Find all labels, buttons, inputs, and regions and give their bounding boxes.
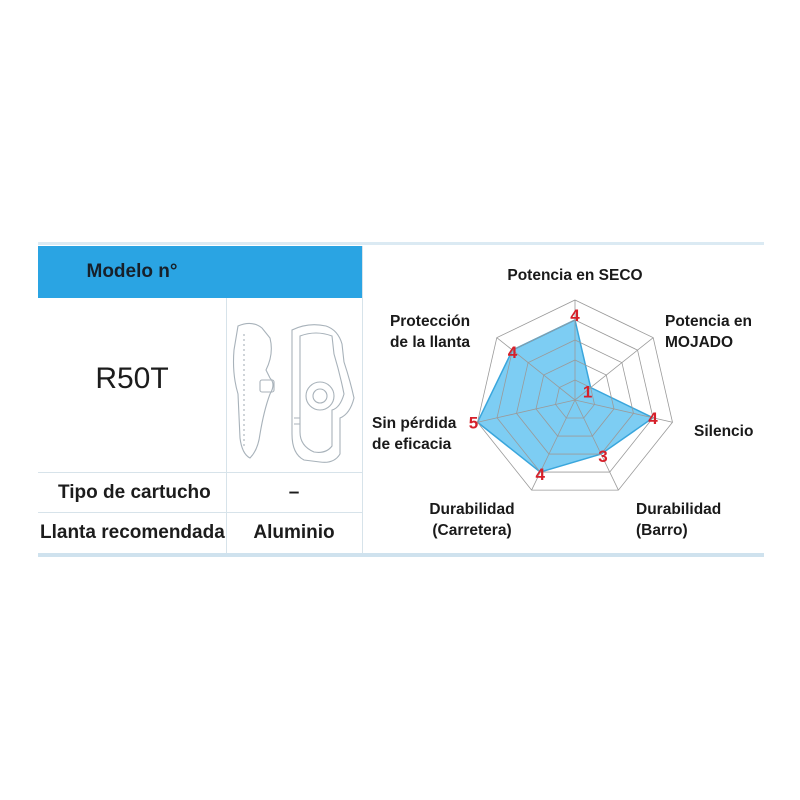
- spec-panel: Modelo n° R50T Tipo de cartucho – Llanta…: [38, 242, 764, 558]
- axis-label: Durabilidad(Carretera): [429, 501, 514, 539]
- series-area: [476, 318, 655, 473]
- row-value-rim: Aluminio: [253, 522, 335, 543]
- row-divider: [38, 472, 362, 473]
- value-label: 4: [570, 306, 580, 325]
- table-header: Modelo n°: [38, 246, 362, 298]
- column-divider: [226, 298, 227, 553]
- top-rule: [38, 242, 764, 245]
- grid-spoke: [574, 399, 619, 491]
- value-label: 5: [469, 413, 478, 432]
- grid-spoke: [574, 399, 673, 423]
- model-number: R50T: [95, 362, 169, 395]
- value-label: 3: [598, 447, 607, 466]
- grid-spoke: [477, 399, 576, 423]
- axis-label: Silencio: [694, 423, 753, 440]
- column-divider: [362, 246, 363, 553]
- brake-pad-drawing: [232, 322, 355, 463]
- row-label-rim: Llanta recomendada: [40, 522, 225, 543]
- value-label: 1: [583, 383, 592, 402]
- grid-spoke: [574, 337, 654, 401]
- grid-ring: [496, 319, 654, 473]
- grid-ring: [535, 359, 615, 437]
- row-divider: [38, 512, 362, 513]
- grid-spoke: [496, 337, 576, 401]
- row-value-cartridge: –: [288, 482, 300, 503]
- value-label: 4: [648, 409, 658, 428]
- axis-label: Potencia en SECO: [507, 267, 642, 284]
- bottom-rule: [38, 553, 764, 557]
- value-label: 4: [536, 465, 546, 484]
- grid-spoke: [531, 399, 576, 491]
- row-label-cartridge: Tipo de cartucho: [58, 482, 211, 503]
- grid-ring: [516, 339, 634, 455]
- value-label: 4: [508, 343, 518, 362]
- axis-label: Durabilidad(Barro): [636, 501, 721, 539]
- header-model-label: Modelo n°: [86, 261, 178, 282]
- grid-ring: [555, 379, 595, 419]
- grid-ring: [477, 299, 673, 491]
